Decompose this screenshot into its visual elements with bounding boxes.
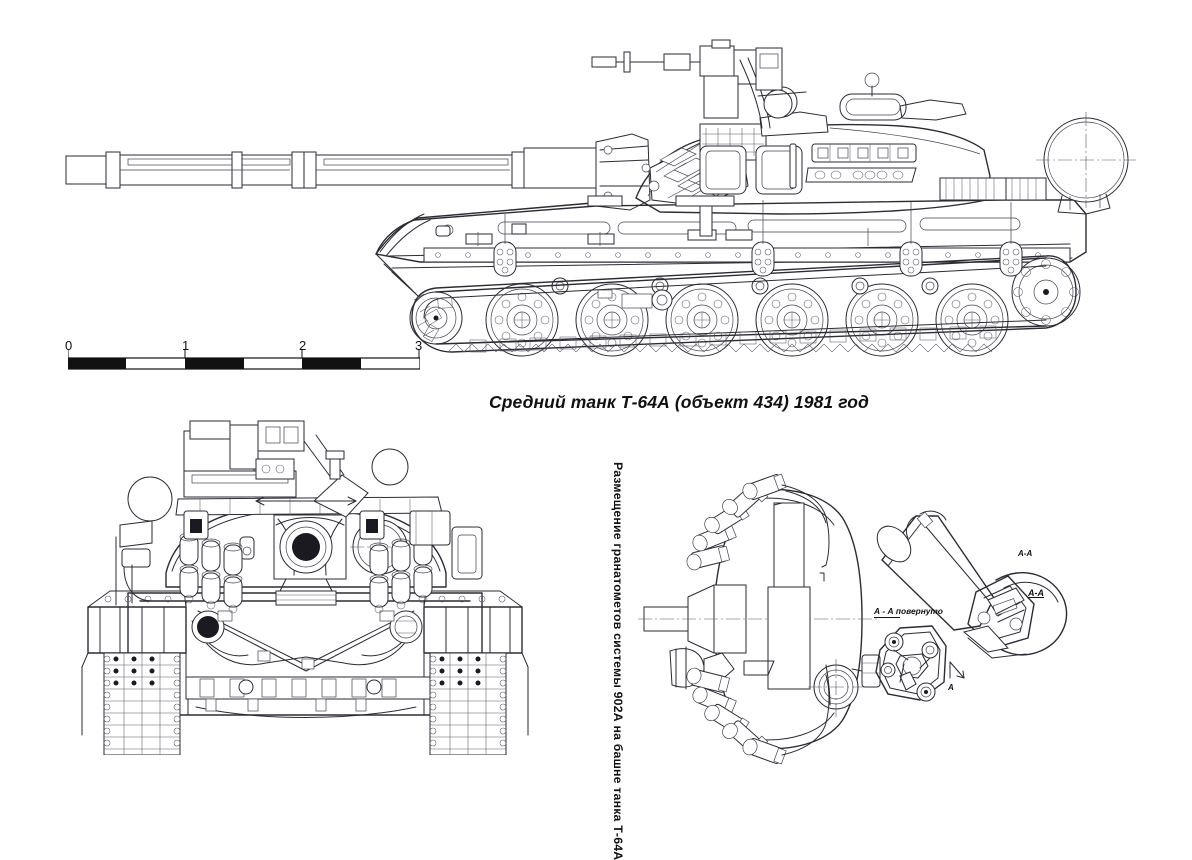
running-gear [409,255,1081,357]
road-wheel [755,283,829,357]
launcher-tube [742,473,787,500]
section-arrow-label: А [947,683,954,692]
fenders-front [81,590,529,736]
grenade-launchers-plan-lower [686,667,787,765]
launcher-tube [742,738,787,765]
launcher-detail-view: А-А [876,510,1068,659]
grenade-launchers-front-left [179,532,243,614]
road-wheel [935,283,1009,357]
road-wheel [845,283,919,357]
scale-bar-bands [68,357,420,370]
hull-lifting-eyes [493,200,1023,277]
road-wheel [665,283,739,357]
scale-tick-0: 0 [65,338,73,353]
turret-top-front [115,420,483,606]
launcher-cable-runs [781,484,881,756]
side-view-caption: Средний танк Т-64А (объект 434) 1981 год [489,392,869,412]
mount-plate-section [875,625,947,702]
scale-bar: 0 1 2 3 [65,338,422,372]
turret-plan-view [638,473,881,765]
turret-vision-blocks [699,145,803,195]
launcher-tube [686,545,730,571]
hatch-ring-plan [808,659,864,717]
suspension-details [597,289,673,311]
track-front-left [103,652,181,755]
section-aa-view [875,625,947,702]
hull [375,195,1087,297]
side-view [65,39,1136,357]
scale-tick-2: 2 [299,338,307,353]
hull-front [127,592,483,718]
rear-deck-grilles [939,177,1047,201]
gun-plan [638,584,880,654]
section-aa-marker-label: А-А [1028,588,1044,598]
track-front-right [429,652,507,755]
grenade-launchers-plan-upper [686,473,787,571]
launcher-tube-3d [876,510,995,631]
external-fuel-drum [1036,112,1136,215]
gun-mantlet [595,133,651,211]
section-marker-aa: А-А [1017,549,1032,558]
turret-rear-rail [789,143,917,189]
return-roller [551,277,939,295]
turret-plan-vertical-caption: Размещение гранатометов системы 902А на … [611,462,625,860]
section-aa-rotated-label: А - А повернуто [874,606,943,616]
searchlight [839,72,967,121]
launcher-mount-bracket [967,575,1035,649]
gun-barrel [65,147,633,189]
section-aa-rotated-underline [874,617,900,618]
scale-tick-3: 3 [415,338,423,353]
turret-bustle-plan [743,502,811,690]
section-arrow-a: А [947,661,965,692]
aa-machine-gun [591,39,807,129]
scale-tick-1: 1 [182,338,190,353]
front-view [81,420,529,755]
turret-wall-section [962,572,1068,659]
